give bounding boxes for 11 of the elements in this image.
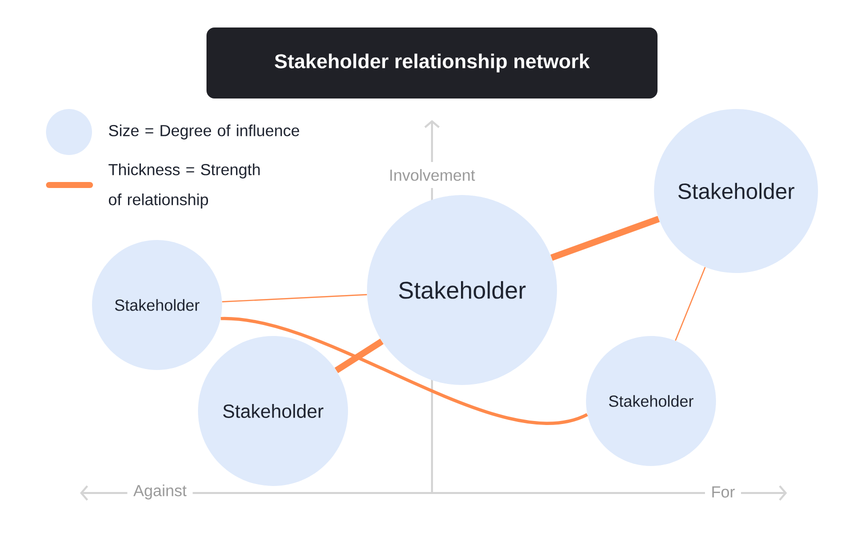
legend-text: Size = Degree of influence [108, 124, 300, 140]
title-banner: Stakeholder relationship network [206, 28, 658, 98]
connector-line [550, 216, 660, 261]
axis-label: Against [127, 482, 193, 502]
connector-line [334, 338, 384, 374]
legend-text: Thickness = Strength of relationship [108, 164, 260, 208]
axis-label: For [705, 484, 741, 500]
connector-line [220, 316, 588, 424]
connector-line [222, 294, 367, 302]
connector-line [674, 266, 706, 341]
axis-label: Involvement [382, 167, 482, 183]
